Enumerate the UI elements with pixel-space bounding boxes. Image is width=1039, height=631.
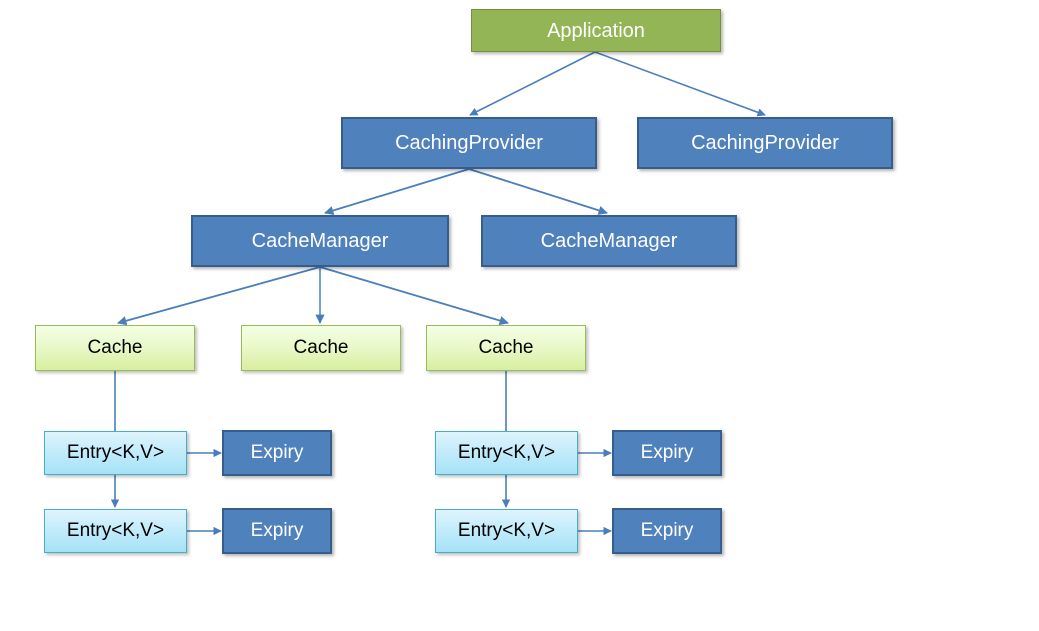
edge-application-to-provider-2 bbox=[594, 51, 766, 117]
node-cache-2[interactable]: Cache bbox=[241, 325, 401, 371]
node-entry-1b[interactable]: Entry<K,V> bbox=[44, 509, 187, 553]
node-cache-manager-1[interactable]: CacheManager bbox=[191, 215, 449, 267]
node-cache-manager-2[interactable]: CacheManager bbox=[481, 215, 737, 267]
node-entry-3b[interactable]: Entry<K,V> bbox=[435, 509, 578, 553]
edge-manager-1-to-cache-1 bbox=[117, 266, 321, 326]
node-cache-1[interactable]: Cache bbox=[35, 325, 195, 371]
node-expiry-3a[interactable]: Expiry bbox=[612, 430, 722, 476]
edge-application-to-provider-1 bbox=[469, 51, 596, 116]
node-caching-provider-1[interactable]: CachingProvider bbox=[341, 117, 597, 169]
node-expiry-1a[interactable]: Expiry bbox=[222, 430, 332, 476]
node-entry-1a[interactable]: Entry<K,V> bbox=[44, 431, 187, 475]
edge-provider-1-to-manager-1 bbox=[324, 168, 470, 216]
node-entry-3a[interactable]: Entry<K,V> bbox=[435, 431, 578, 475]
node-cache-3[interactable]: Cache bbox=[426, 325, 586, 371]
node-caching-provider-2[interactable]: CachingProvider bbox=[637, 117, 893, 169]
edge-provider-1-to-manager-2 bbox=[468, 168, 608, 215]
edge-manager-1-to-cache-3 bbox=[319, 266, 509, 326]
node-application[interactable]: Application bbox=[471, 9, 721, 52]
node-expiry-1b[interactable]: Expiry bbox=[222, 508, 332, 554]
node-expiry-3b[interactable]: Expiry bbox=[612, 508, 722, 554]
